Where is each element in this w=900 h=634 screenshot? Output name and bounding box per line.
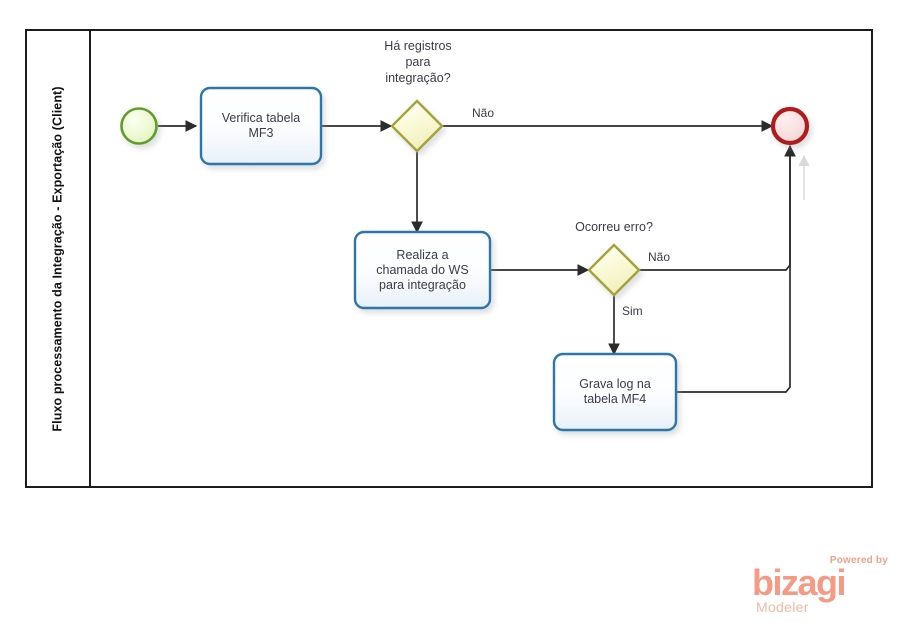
logo-wordmark: bizagi bbox=[752, 562, 847, 603]
logo-powered-by-text: Powered by bbox=[829, 555, 888, 566]
lane-body bbox=[91, 31, 871, 486]
gw1-line-1: Há registros bbox=[384, 39, 452, 53]
gateway-ha-registros-label: Há registros para integração? bbox=[348, 38, 488, 86]
flow-label-gw2-sim: Sim bbox=[622, 304, 643, 318]
gw1-line-2: para bbox=[405, 55, 431, 69]
lane-title: Fluxo processamento da Integração - Expo… bbox=[51, 85, 65, 432]
flow-label-gw1-nao: Não bbox=[472, 106, 495, 120]
lane-header: Fluxo processamento da Integração - Expo… bbox=[27, 31, 91, 486]
bpmn-pool: Fluxo processamento da Integração - Expo… bbox=[25, 29, 873, 488]
gw1-line-3: integração? bbox=[385, 71, 451, 85]
logo-product-name: Modeler bbox=[756, 599, 809, 615]
flow-label-gw2-nao: Não bbox=[648, 250, 671, 264]
gateway-ocorreu-erro-label: Ocorreu erro? bbox=[575, 220, 653, 234]
bizagi-logo: Powered by bizagi Modeler bbox=[752, 555, 892, 617]
